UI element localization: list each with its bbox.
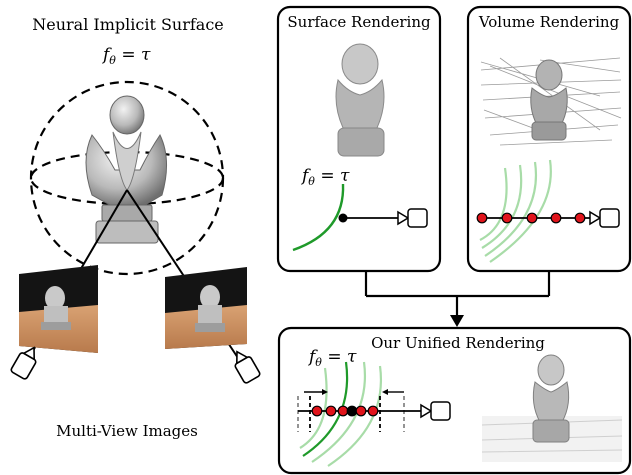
volume-rendering-panel: Volume Rendering bbox=[466, 5, 632, 273]
cherub-statue-image bbox=[85, 95, 167, 244]
surface-intersection-point bbox=[338, 213, 348, 223]
volume-sample-point bbox=[574, 212, 586, 224]
unified-camera-icon bbox=[420, 401, 451, 421]
neural-implicit-surface-title: Neural Implicit Surface bbox=[32, 15, 224, 34]
sampling-interval-bracket bbox=[297, 389, 405, 432]
unified-field-arc bbox=[299, 367, 328, 449]
unified-sample-point bbox=[355, 405, 367, 417]
camera-icon-left bbox=[10, 346, 37, 380]
left-formula: fθ = τ bbox=[101, 45, 151, 67]
surface-render-statue bbox=[335, 43, 385, 157]
merge-arrow-head bbox=[450, 315, 464, 327]
volume-field-arc bbox=[489, 159, 552, 263]
volume-rendering-title: Volume Rendering bbox=[478, 13, 620, 31]
unified-sample-point bbox=[337, 405, 349, 417]
unified-sample-point bbox=[311, 405, 323, 417]
view-image-left bbox=[19, 265, 98, 353]
left-section: Neural Implicit Surface fθ = τ bbox=[10, 15, 261, 440]
unified-sample-point bbox=[325, 405, 337, 417]
sphere-equator bbox=[29, 150, 225, 206]
volume-camera-icon bbox=[589, 208, 620, 228]
volume-sample-point bbox=[501, 212, 513, 224]
volume-render-noisy-image bbox=[480, 54, 622, 148]
camera-icon-right bbox=[234, 350, 261, 384]
surface-rendering-title: Surface Rendering bbox=[287, 13, 431, 31]
left-formula-rest: = τ bbox=[116, 45, 151, 65]
unified-field-arc bbox=[311, 361, 366, 463]
surface-formula: fθ = τ bbox=[300, 166, 350, 188]
unified-field-arc bbox=[327, 365, 382, 467]
volume-field-arc bbox=[484, 161, 538, 257]
merge-connector bbox=[364, 271, 551, 327]
unified-rendering-title: Our Unified Rendering bbox=[371, 334, 545, 352]
volume-field-arc bbox=[479, 167, 508, 241]
unified-sample-point bbox=[367, 405, 379, 417]
volume-field-curves bbox=[479, 159, 552, 263]
unified-render-statue bbox=[481, 354, 623, 462]
unified-rendering-panel: Our Unified Rendering fθ = τ bbox=[277, 326, 632, 475]
volume-sample-point bbox=[476, 212, 488, 224]
multi-view-images-caption: Multi-View Images bbox=[56, 422, 198, 440]
volume-sample-point bbox=[526, 212, 538, 224]
surface-rendering-panel: Surface Rendering fθ = τ bbox=[276, 5, 442, 273]
unified-sample-points bbox=[311, 405, 379, 417]
unified-surface-curve bbox=[302, 361, 349, 457]
view-image-right bbox=[165, 267, 247, 349]
surface-camera-icon bbox=[397, 208, 428, 228]
surface-level-set-curve bbox=[292, 183, 345, 252]
volume-sample-points bbox=[476, 212, 586, 224]
volume-sample-point bbox=[550, 212, 562, 224]
unified-field-curves bbox=[299, 361, 382, 467]
volume-field-arc bbox=[481, 164, 523, 249]
left-formula-sub: θ bbox=[109, 54, 116, 67]
unified-formula: fθ = τ bbox=[307, 347, 357, 369]
unified-surface-point bbox=[346, 405, 358, 417]
left-formula-f: f bbox=[101, 45, 112, 65]
